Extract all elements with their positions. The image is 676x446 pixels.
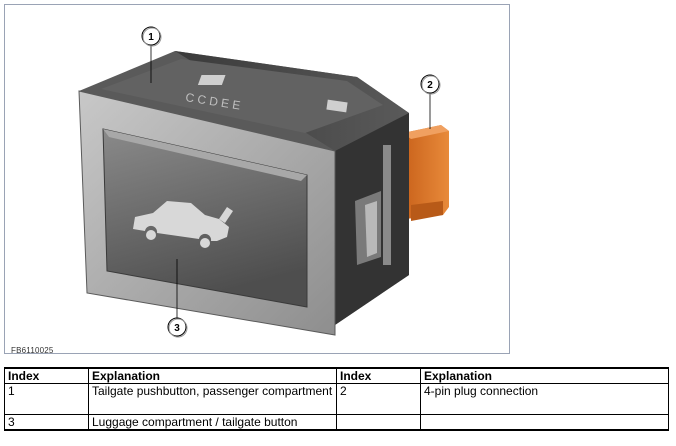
callout-2: 2 — [420, 74, 441, 95]
figure-frame: C C D E E 1 — [4, 4, 510, 355]
svg-text:3: 3 — [174, 323, 180, 334]
svg-text:2: 2 — [427, 80, 433, 91]
switch-illustration: C C D E E 1 — [78, 26, 449, 338]
header-explanation: Explanation — [88, 367, 337, 384]
header-index: Index — [336, 367, 421, 384]
tailgate-pushbutton — [102, 128, 308, 308]
table-cell: 4-pin plug connection — [420, 383, 669, 415]
figure-code: FB6110025 — [11, 346, 54, 355]
table-cell: Luggage compartment / tailgate button — [88, 414, 337, 431]
leader-lines — [150, 45, 431, 319]
callout-3: 3 — [167, 317, 188, 338]
legend-table: Index Explanation Index Explanation 1 Ta… — [4, 367, 669, 431]
header-index: Index — [4, 367, 89, 384]
car-trunk-icon — [133, 201, 229, 241]
svg-text:1: 1 — [148, 32, 154, 43]
legend-header-row: Index Explanation Index Explanation — [4, 367, 669, 384]
table-row: 3 Luggage compartment / tailgate button — [4, 414, 669, 431]
header-explanation: Explanation — [420, 367, 669, 384]
table-cell: 3 — [4, 414, 89, 431]
switch-housing: C C D E E — [79, 51, 409, 325]
callout-1: 1 — [141, 26, 162, 47]
table-cell — [336, 414, 421, 431]
table-cell: 1 — [4, 383, 89, 415]
table-row: 1 Tailgate pushbutton, passenger compart… — [4, 383, 669, 415]
table-cell — [420, 414, 669, 431]
table-cell: 2 — [336, 383, 421, 415]
plug-connector — [403, 125, 449, 221]
table-cell: Tailgate pushbutton, passenger compartme… — [88, 383, 337, 415]
